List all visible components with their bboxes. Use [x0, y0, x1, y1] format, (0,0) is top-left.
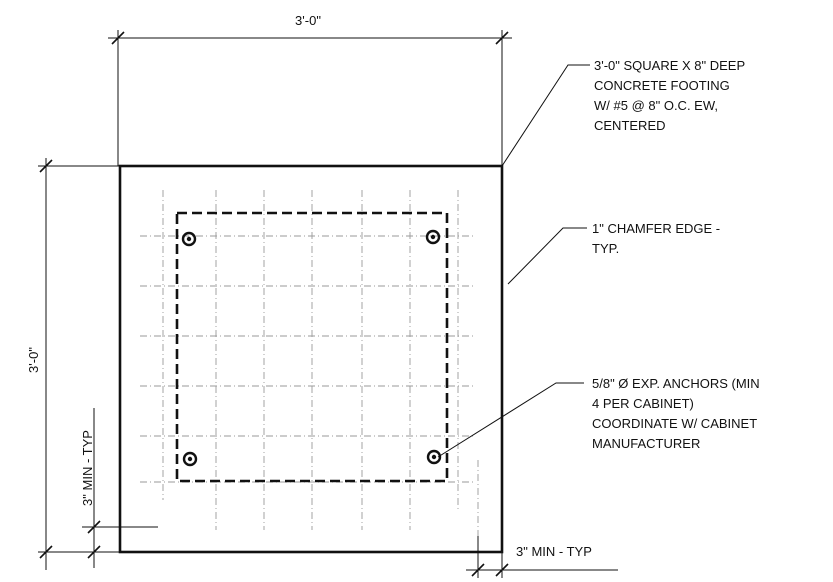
left-dimension-label: 3'-0" — [26, 347, 41, 373]
footing-callout: 3'-0" SQUARE X 8" DEEP CONCRETE FOOTING … — [594, 58, 749, 133]
anchors-callout: 5/8" Ø EXP. ANCHORS (MIN 4 PER CABINET) … — [592, 376, 763, 451]
anchor-bolts — [181, 229, 442, 467]
anchor-icon — [426, 449, 442, 465]
cabinet-footprint — [175, 211, 449, 483]
bottom-min-dimension — [466, 536, 618, 578]
anchor-icon — [425, 229, 441, 245]
anchor-icon — [182, 451, 198, 467]
top-dimension-label: 3'-0" — [295, 13, 321, 28]
top-dimension — [108, 30, 512, 166]
footing-outline — [118, 164, 504, 554]
rebar-grid — [140, 190, 479, 575]
leader-lines — [437, 64, 590, 458]
left-dimension — [38, 158, 120, 570]
anchor-icon — [181, 231, 197, 247]
left-min-label: 3" MIN - TYP — [80, 430, 95, 506]
chamfer-callout: 1" CHAMFER EDGE - TYP. — [592, 221, 724, 256]
bottom-min-label: 3" MIN - TYP — [516, 544, 592, 559]
left-min-dimension — [82, 408, 158, 568]
